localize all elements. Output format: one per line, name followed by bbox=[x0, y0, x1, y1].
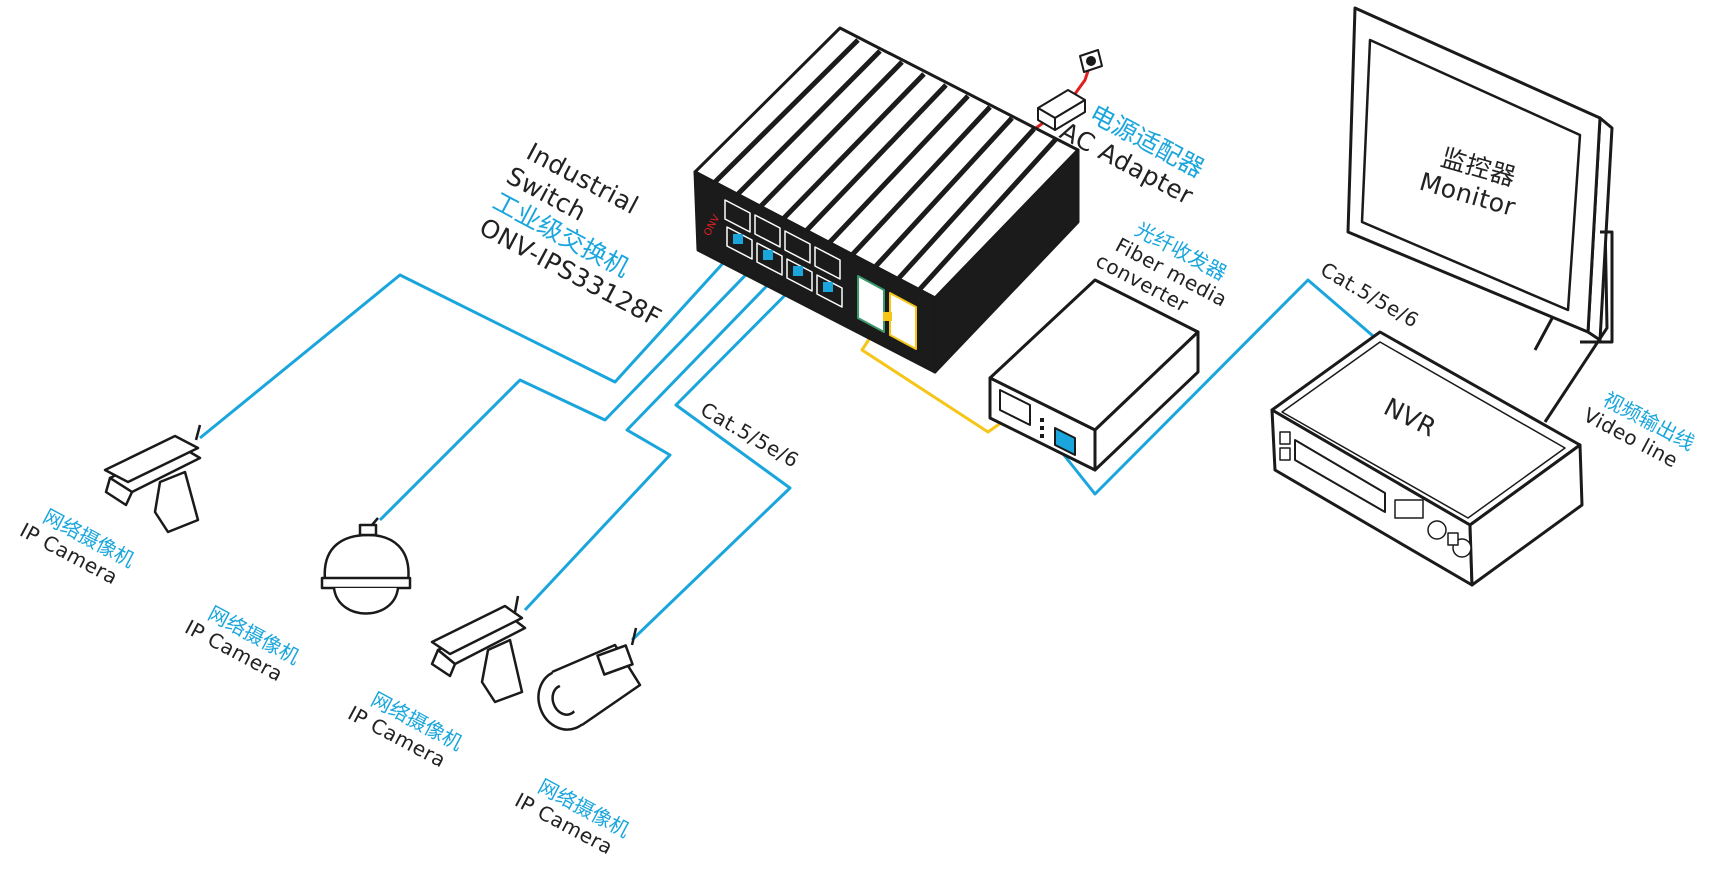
dome-cap bbox=[358, 523, 378, 537]
adapter-side bbox=[1054, 99, 1086, 131]
cable-camera-4 bbox=[630, 260, 820, 642]
ip-camera-3 bbox=[430, 595, 527, 704]
sfp-port bbox=[999, 389, 1031, 426]
nvr-buttons bbox=[1394, 499, 1472, 558]
camera-face bbox=[430, 648, 457, 678]
bullet-camera bbox=[537, 627, 642, 731]
nvr-inner-top bbox=[1281, 341, 1566, 519]
camera-sunshield bbox=[430, 604, 524, 656]
cable-camera-3 bbox=[523, 260, 792, 612]
ip-camera-1 bbox=[103, 424, 202, 534]
cable-camera-1 bbox=[199, 248, 737, 440]
power-switch-icon bbox=[1279, 431, 1291, 461]
monitor-stand bbox=[1580, 230, 1614, 344]
camera-face bbox=[104, 476, 134, 507]
fiber-plug bbox=[883, 312, 892, 321]
monitor bbox=[1346, 6, 1614, 344]
monitor-screen bbox=[1360, 38, 1582, 312]
dome-ring bbox=[320, 576, 412, 590]
disk-bay bbox=[1294, 439, 1386, 513]
industrial-switch: ONV bbox=[693, 26, 1080, 374]
camera-sunshield bbox=[103, 434, 200, 484]
status-leds bbox=[1040, 418, 1044, 438]
port-plugs bbox=[733, 234, 833, 292]
sfp-slots bbox=[857, 275, 917, 350]
nvr-side bbox=[1468, 443, 1584, 587]
cable-camera-2 bbox=[378, 253, 767, 522]
rj45-port bbox=[1054, 427, 1076, 456]
dome-lens bbox=[332, 587, 400, 615]
bullet-mount bbox=[596, 644, 634, 676]
wall-outlet-icon bbox=[1079, 49, 1103, 73]
ethernet-cables bbox=[199, 248, 1381, 642]
nvr-recorder bbox=[1270, 330, 1584, 587]
ac-adapter bbox=[1037, 49, 1103, 131]
ptz-dome-camera bbox=[320, 517, 412, 615]
converter-side bbox=[1093, 330, 1200, 472]
fiber-media-converter bbox=[988, 278, 1200, 472]
camera-mount bbox=[153, 470, 200, 534]
camera-mount bbox=[480, 638, 524, 704]
switch-side bbox=[933, 148, 1080, 374]
cable-fiber-nvr bbox=[1050, 278, 1381, 496]
dome-housing bbox=[323, 533, 410, 584]
switch-fins bbox=[713, 38, 1058, 291]
